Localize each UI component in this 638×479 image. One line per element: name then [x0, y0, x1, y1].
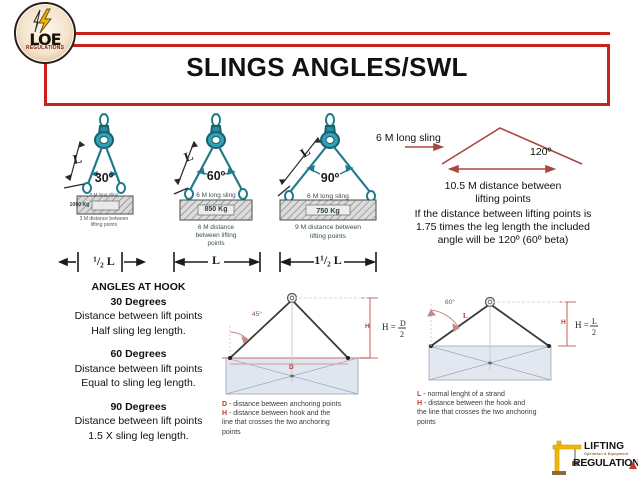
- angles-item-0-title: 30 Degrees: [110, 295, 167, 308]
- fig2-load: 850 Kg: [204, 206, 228, 213]
- angles-heading: ANGLES AT HOOK: [91, 281, 186, 293]
- right-panel: 6 M long sling 120º 10.5 M distance betw…: [372, 124, 634, 264]
- diagram-a-drawing: 45° D H H = D 2: [222, 292, 406, 395]
- angles-item-1-line1: Distance between lift points: [74, 362, 203, 375]
- diagram-a-caption-line3: line that crosses the two anchoring: [222, 419, 330, 427]
- title-box: [44, 44, 610, 106]
- right-panel-rule-line1: If the distance between lifting points i…: [414, 208, 592, 220]
- right-panel-rule-line3: angle will be 120º (60º beta): [437, 234, 569, 246]
- svg-text:L: L: [592, 317, 597, 326]
- fig2-distance-line1: 6 M distance: [197, 224, 235, 231]
- footer-logo-mark-icon: [629, 461, 637, 469]
- fig3-span-label: 1¹/₂ L: [314, 253, 342, 267]
- footer-logo-lifting: LIFTING: [584, 441, 625, 452]
- fig2-distance-line3: points: [207, 240, 225, 247]
- svg-text:L: L: [72, 150, 84, 167]
- diagram-a-caption-key-h: H: [222, 410, 228, 418]
- diagram-a-caption-line4: points: [222, 428, 241, 436]
- fig3-sling-note: 6 M long sling: [307, 193, 349, 200]
- diagram-b-formula: H =: [575, 320, 589, 330]
- fig3-distance-line1: 9 M distance between: [294, 224, 362, 231]
- diagram-a: 45° D H H = D 2 D - distance between anc…: [222, 286, 408, 446]
- svg-text:2: 2: [400, 330, 404, 339]
- angles-item-1-line2: Equal to sling leg length.: [81, 377, 196, 389]
- lightning-bolt-icon: [33, 8, 53, 34]
- fig3-distance-line2: lifting points: [310, 232, 346, 240]
- fig1-distance-line2: lifting points: [90, 222, 118, 229]
- lifting-regulations-logo: LIFTING Operation & Equipment REGULATION…: [551, 437, 638, 477]
- angles-spacer-1: [36, 338, 241, 347]
- right-panel-sling-label: 6 M long sling: [376, 132, 441, 144]
- sling-figure-30: L 30º 6 M long sling: [52, 112, 156, 284]
- fig3-span-dimension: [279, 252, 377, 272]
- diagram-a-d-label: D: [289, 364, 294, 371]
- svg-text:30º: 30º: [95, 171, 114, 185]
- right-panel-distance-line2: lifting points: [475, 193, 531, 205]
- sling-figure-90: L 90º 6 M long sling: [274, 112, 382, 284]
- diagram-a-caption-line1: - distance between anchoring points: [227, 401, 342, 408]
- diagram-b-h-label: H: [561, 319, 566, 326]
- diagram-b-caption-key-h: H: [417, 400, 423, 408]
- header-top-rule: [60, 32, 610, 35]
- footer-logo-sub: Operation & Equipment: [584, 452, 629, 456]
- diagram-a-caption: D - distance between anchoring points H …: [222, 400, 408, 437]
- svg-text:90º: 90º: [321, 171, 340, 185]
- sling-figure-60: L 60º 6 M long sling: [164, 112, 268, 284]
- diagram-b-drawing: 60° L H H = L 2: [427, 296, 598, 381]
- diagram-b-caption: L - normal lenght of a strand H - distan…: [417, 390, 600, 427]
- page-title: SLINGS ANGLES/SWL: [186, 52, 468, 82]
- svg-text:L: L: [297, 143, 313, 160]
- diagram-a-caption-line2: - distance between hook and the: [227, 410, 331, 418]
- diagram-a-h-label: H: [365, 323, 370, 330]
- sling-figure-30-drawing: L 30º: [63, 113, 134, 215]
- right-panel-rule-line2: 1.75 times the leg length the included: [416, 221, 590, 233]
- fig2-sling-note: 6 M long sling: [196, 192, 236, 199]
- svg-text:60º: 60º: [207, 169, 226, 183]
- loe-logo-subtext: REGULATIONS: [25, 45, 65, 51]
- angles-spacer-2: [36, 391, 241, 400]
- diagram-b-caption-line4: points: [417, 418, 436, 426]
- diagram-a-angle-text: 45°: [252, 310, 262, 318]
- diagram-b-l-label: L: [463, 312, 468, 320]
- fig1-sling-note: 6 M long sling: [89, 192, 119, 197]
- fig1-load: 1000 Kg: [69, 202, 90, 208]
- right-panel-angle-label: 120º: [530, 146, 552, 158]
- right-panel-distance: 10.5 M distance between lifting points: [372, 180, 634, 206]
- angles-item-2-title: 90 Degrees: [110, 400, 167, 413]
- angles-at-hook-block: ANGLES AT HOOK 30 Degrees Distance betwe…: [36, 280, 241, 443]
- right-panel-distance-line1: 10.5 M distance between: [444, 180, 562, 192]
- fig2-span-dimension: [173, 252, 261, 272]
- angles-item-1-title: 60 Degrees: [110, 348, 167, 360]
- svg-text:L: L: [182, 148, 196, 165]
- diagram-a-formula: H =: [382, 322, 396, 332]
- svg-text:2: 2: [592, 328, 596, 337]
- angles-item-0-line2: Half sling leg length.: [91, 324, 186, 337]
- diagram-b: 60° L H H = L 2 L - normal lenght of a s…: [415, 290, 600, 442]
- right-panel-rule: If the distance between lifting points i…: [372, 208, 634, 247]
- fig1-span-label: ¹/₂ L: [93, 254, 115, 268]
- angles-item-2-line2: 1.5 X sling leg length.: [88, 429, 189, 442]
- diagram-b-caption-line1: - normal lenght of a strand: [421, 391, 505, 398]
- diagram-a-caption-key-d: D: [222, 401, 228, 408]
- fig1-span-dimension: [57, 252, 147, 272]
- angles-item-0-line1: Distance between lift points: [74, 310, 203, 322]
- sling-figure-60-drawing: L 60º: [173, 113, 253, 221]
- fig2-distance-line2: between lifting: [195, 232, 237, 239]
- svg-text:D: D: [400, 319, 406, 328]
- diagram-b-caption-line2: - distance between the hook and: [422, 400, 526, 408]
- diagram-b-caption-line3: the line that crosses the two anchoring: [417, 409, 537, 417]
- right-panel-triangle: [405, 127, 583, 174]
- sling-figure-90-drawing: L 90º: [277, 113, 377, 221]
- loe-logo-text: LOE: [29, 30, 61, 49]
- fig1-distance-line1: 3 M distance between: [79, 216, 129, 222]
- footer-logo-regulations: REGULATIONS: [573, 457, 638, 469]
- loe-logo: LOE REGULATIONS: [14, 2, 76, 64]
- angles-item-2-line1: Distance between lift points: [74, 415, 203, 427]
- diagram-b-angle-text: 60°: [445, 298, 455, 306]
- fig2-span-label: L: [211, 253, 220, 267]
- diagram-b-caption-key-l: L: [417, 391, 422, 398]
- crane-icon: [552, 440, 582, 475]
- fig3-load: 750 Kg: [316, 206, 340, 215]
- sling-figures: L 30º 6 M long sling: [52, 112, 382, 284]
